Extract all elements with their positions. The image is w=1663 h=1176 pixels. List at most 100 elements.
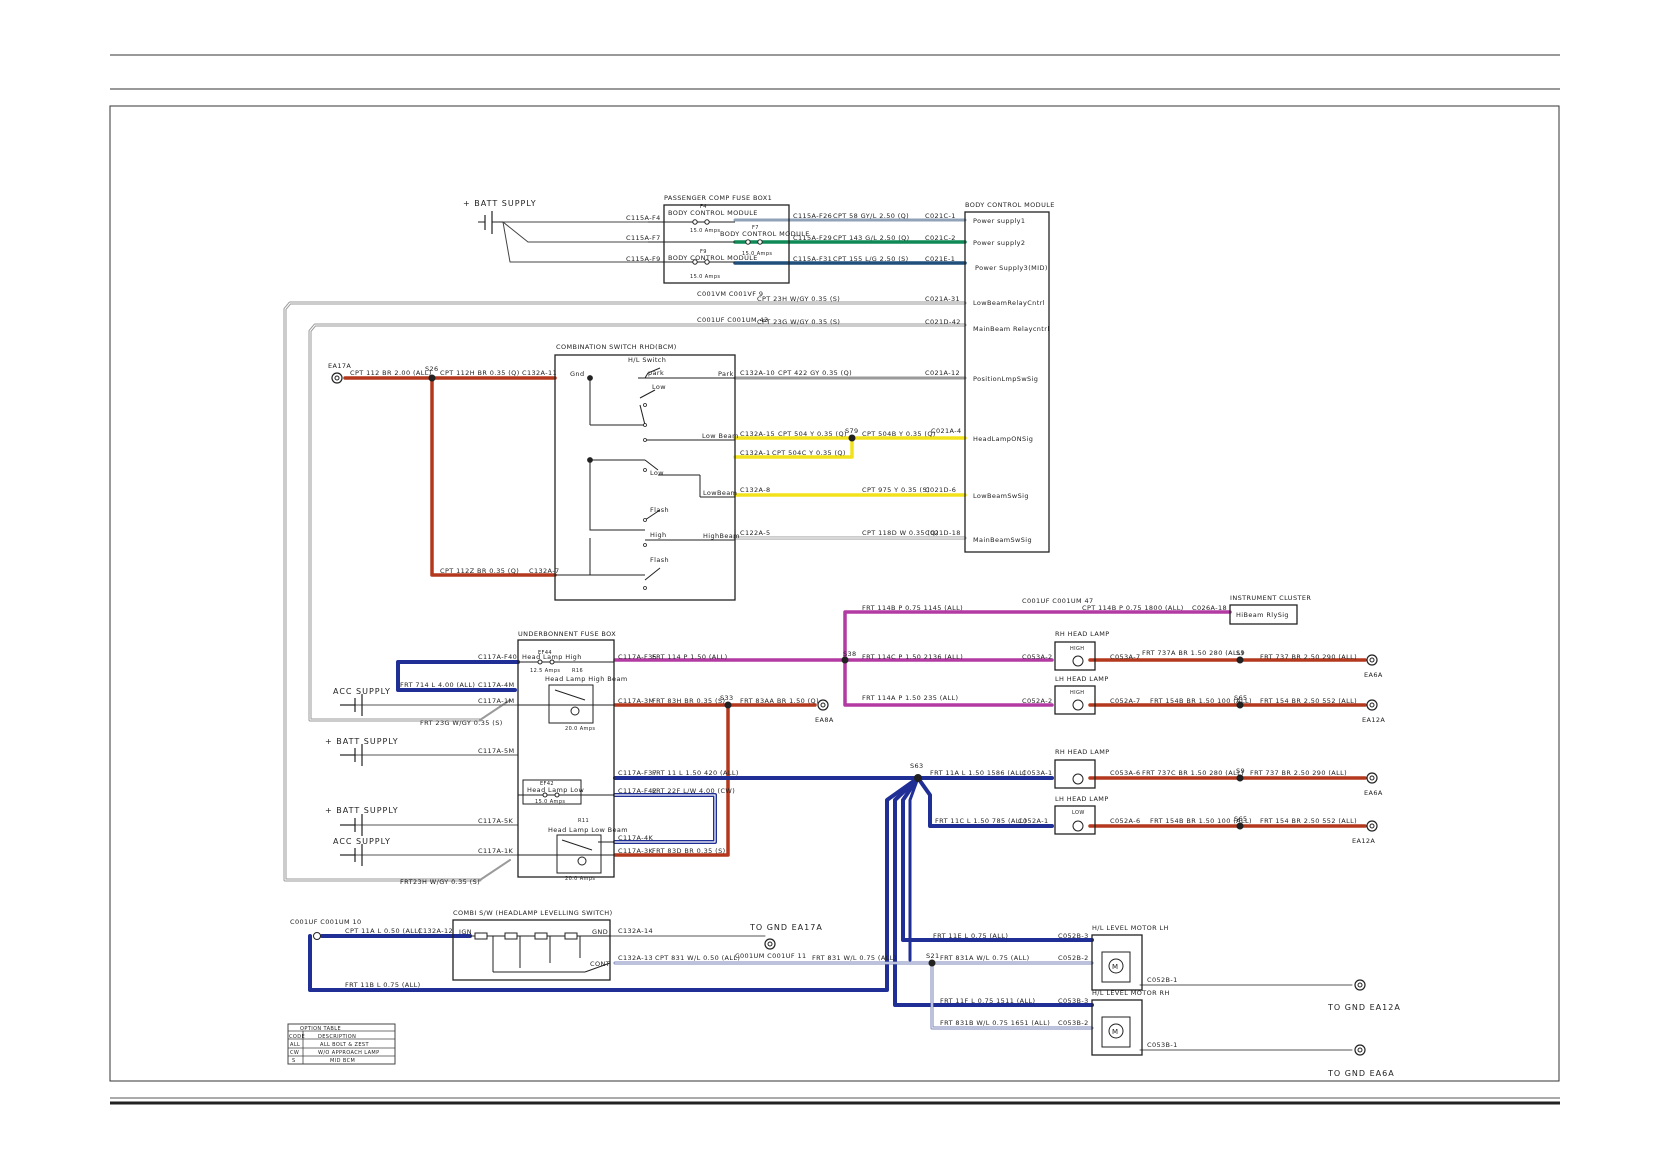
connector-label: C021E-1 xyxy=(925,255,955,263)
svg-text:LH HEAD LAMP: LH HEAD LAMP xyxy=(1055,675,1109,683)
fuse-f9: BODY CONTROL MODULE F9 15.0 Amps xyxy=(648,249,757,280)
connector-label: C021C-2 xyxy=(925,234,956,242)
levelling-switch-resistors xyxy=(470,932,611,973)
svg-text:BODY CONTROL MODULE: BODY CONTROL MODULE xyxy=(668,209,758,217)
ub-r11: R11 xyxy=(578,818,589,824)
wire-23g-down xyxy=(479,699,511,721)
wire-frt-114b xyxy=(843,610,1232,662)
ub-r16-amps: 20.0 Amps xyxy=(565,726,595,732)
wire-label: FRT 154B BR 1.50 100 (ALL) xyxy=(1150,817,1252,825)
levelling-switch-gnd: GND xyxy=(592,928,608,936)
wire-label: FRT 831 W/L 0.75 (ALL) xyxy=(812,954,897,962)
levelling-switch-cont: CONT xyxy=(590,960,610,968)
connector-label: C117A-5M xyxy=(478,747,515,755)
battery-symbol-main xyxy=(478,211,503,234)
wire-label: FRT 11E L 0.75 (ALL) xyxy=(933,932,1008,940)
ub-head-lamp-low: Head Lamp Low xyxy=(527,786,584,794)
wire-label: FRT 11B L 0.75 (ALL) xyxy=(345,981,421,989)
svg-text:15.0 Amps: 15.0 Amps xyxy=(742,251,772,257)
connector-label: C001VM C001VF 9 xyxy=(697,290,763,298)
connector-label: C053B-2 xyxy=(1058,1019,1089,1027)
wire-label: FRT 831B W/L 0.75 1651 (ALL) xyxy=(940,1019,1050,1027)
wire-label: FRT 737 BR 2.50 290 (ALL) xyxy=(1260,653,1357,661)
wire-labels: CPT 58 GY/L 2.50 (Q) CPT 143 G/L 2.50 (Q… xyxy=(345,212,1357,1027)
splice-s9-1 xyxy=(1236,656,1244,664)
connector-ring-c001uf-10 xyxy=(313,932,321,940)
ub-r11-amps: 20.0 Amps xyxy=(565,876,595,882)
wire-frt-11e xyxy=(901,776,1094,942)
combination-switch xyxy=(554,354,736,601)
hl-level-motor-rh: M H/L LEVEL MOTOR RH xyxy=(1091,989,1169,1056)
wire-label: CPT 114B P 0.75 1800 (ALL) xyxy=(1082,604,1184,612)
connector-label: C132A-12 xyxy=(418,927,453,935)
wire-batt-f9 xyxy=(502,221,649,263)
wire-frt-83d xyxy=(613,703,730,857)
splice-label-s21: S21 xyxy=(926,952,940,960)
wire-23h-inner xyxy=(284,302,966,881)
ub-ef44: EF44 xyxy=(538,650,552,656)
connector-label: C117A-F40 xyxy=(478,653,517,661)
connector-label: C117A-4M xyxy=(478,681,515,689)
connector-label: C052B-3 xyxy=(1058,932,1089,940)
splice-s21 xyxy=(928,959,936,967)
connector-label: C117A-4K xyxy=(618,834,654,842)
wire-label: FRT 737 BR 2.50 290 (ALL) xyxy=(1250,769,1347,777)
option-table-desc: ALL BOLT & ZEST xyxy=(320,1042,369,1048)
wire-label: CPT 118D W 0.35 (Q) xyxy=(862,529,939,537)
svg-text:M: M xyxy=(1112,963,1118,971)
wire-label: CPT 422 GY 0.35 (Q) xyxy=(778,369,852,377)
comb-label-flash1: Flash xyxy=(650,506,669,514)
connector-label: C053A-7 xyxy=(1110,653,1141,661)
ub-internals xyxy=(518,659,614,874)
option-table-title: OPTION TABLE xyxy=(300,1026,341,1032)
svg-text:RH HEAD LAMP: RH HEAD LAMP xyxy=(1055,630,1110,638)
connector-label: C132A-13 xyxy=(618,954,653,962)
wire-label: FRT 11 L 1.50 420 (ALL) xyxy=(652,769,739,777)
ground-label-ea17a: EA17A xyxy=(328,362,351,370)
splice-label-s63: S63 xyxy=(910,762,924,770)
wire-frt-11b xyxy=(308,776,920,992)
ground-to-ea17a xyxy=(764,938,776,950)
wire-label: CPT 504 Y 0.35 (Q) xyxy=(778,430,847,438)
splice-s33 xyxy=(724,701,732,709)
wire-label: CPT 831 W/L 0.50 (ALL) xyxy=(655,954,740,962)
instrument-cluster-pin: HiBeam RlySig xyxy=(1236,611,1289,619)
wire-label: FRT 83AA BR 1.50 (Q) xyxy=(740,697,819,705)
wire-label: FRT 114B P 0.75 1145 (ALL) xyxy=(862,604,963,612)
connector-label: C021D-18 xyxy=(925,529,961,537)
levelling-switch xyxy=(452,919,611,981)
connector-label: C117A-1K xyxy=(478,847,514,855)
svg-text:M: M xyxy=(1112,1028,1118,1036)
wire-label: CPT 504C Y 0.35 (Q) xyxy=(772,449,846,457)
splice-label-s79: S79 xyxy=(845,427,859,435)
connector-label: C052A-6 xyxy=(1110,817,1141,825)
splice-s65-1 xyxy=(1236,701,1244,709)
combination-switch-internals xyxy=(555,367,735,581)
splice-s38 xyxy=(841,656,849,664)
connector-label: C052A-2 xyxy=(1022,697,1053,705)
underbonnet-fuse-box xyxy=(517,639,615,878)
wire-frt-114a xyxy=(843,658,1054,707)
ub-ef42: EF42 xyxy=(540,781,554,787)
supply-label-main: + BATT SUPPLY xyxy=(463,199,537,208)
bcm-pin-8: LowBeamSwSig xyxy=(973,492,1029,500)
wire-label: FRT 11A L 1.50 1586 (ALL) xyxy=(930,769,1026,777)
connector-label: C026A-18 xyxy=(1192,604,1227,612)
connector-label: C117A-3K xyxy=(618,847,654,855)
wire-label: CPT 112Z BR 0.35 (Q) xyxy=(440,567,519,575)
passenger-fuse-box xyxy=(663,204,790,284)
connector-label: C115A-F7 xyxy=(626,234,661,242)
wire-label: CPT 23H W/GY 0.35 (S) xyxy=(757,295,840,303)
svg-text:HIGH: HIGH xyxy=(1070,690,1084,696)
splice-label-s38: S38 xyxy=(843,650,857,658)
option-table-code: S xyxy=(292,1058,296,1064)
splice-dots xyxy=(428,374,1244,967)
connector-label: C052A-7 xyxy=(1110,697,1141,705)
comb-label-hl-switch: H/L Switch xyxy=(628,356,666,364)
supply-label-acc1: ACC SUPPLY xyxy=(333,687,391,696)
wire-cpt-112z xyxy=(430,376,557,577)
comb-label-gnd: Gnd xyxy=(570,370,584,378)
svg-text:15.0 Amps: 15.0 Amps xyxy=(690,228,720,234)
svg-text:F4: F4 xyxy=(700,204,707,210)
lh-head-lamp-low: LH HEAD LAMP LOW xyxy=(1054,795,1108,835)
